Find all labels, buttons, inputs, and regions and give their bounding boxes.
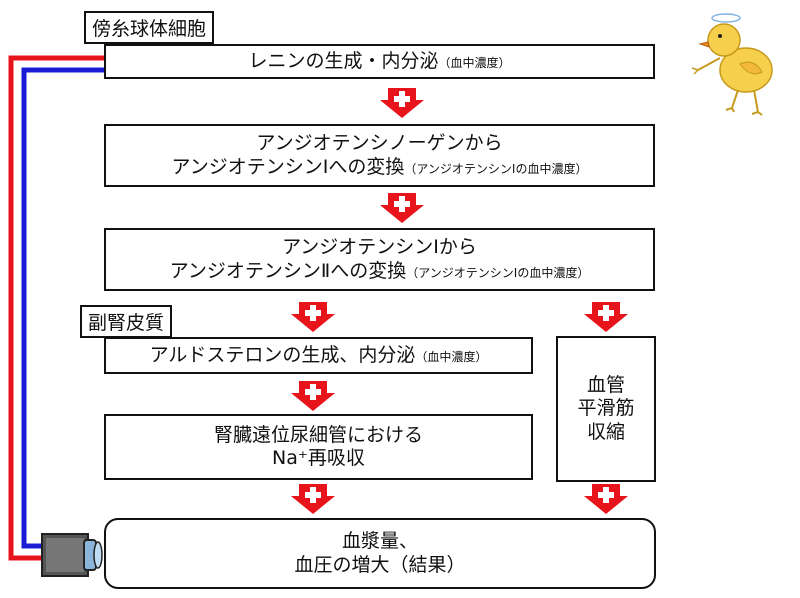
angiotensin1-box: アンジオテンシンⅠから アンジオテンシンⅡへの変換（アンジオテンシンⅠの血中濃度… <box>104 228 655 291</box>
feedback-line-blue <box>21 67 106 549</box>
juxtaglomerular-label: 傍糸球体細胞 <box>84 11 215 44</box>
angiotensinogen-box: アンジオテンシノーゲンから アンジオテンシンⅠへの変換（アンジオテンシンⅠの血中… <box>104 124 655 187</box>
plus-arrow-5-right <box>584 484 628 514</box>
reabsorption-box: 腎臓遠位尿細管における Na⁺再吸収 <box>104 414 533 480</box>
plus-arrow-3 <box>291 302 335 332</box>
renin-box: レニンの生成・内分泌（血中濃度） <box>104 44 655 79</box>
vessel-contraction-box: 血管 平滑筋 収縮 <box>556 336 656 482</box>
plus-arrow-5 <box>291 484 335 514</box>
aldosterone-box: アルドステロンの生成、内分泌（血中濃度） <box>104 337 533 374</box>
plus-arrow-2 <box>380 193 424 223</box>
plus-arrow-4 <box>291 381 335 411</box>
feedback-line-red <box>8 55 106 561</box>
chick-icon <box>691 13 773 116</box>
plus-arrow-3-right <box>584 302 628 332</box>
plus-arrow-1 <box>380 88 424 118</box>
adrenal-cortex-label: 副腎皮質 <box>80 305 173 338</box>
result-box: 血漿量、 血圧の増大（結果） <box>104 518 656 589</box>
camera-sensor-icon <box>41 533 103 577</box>
